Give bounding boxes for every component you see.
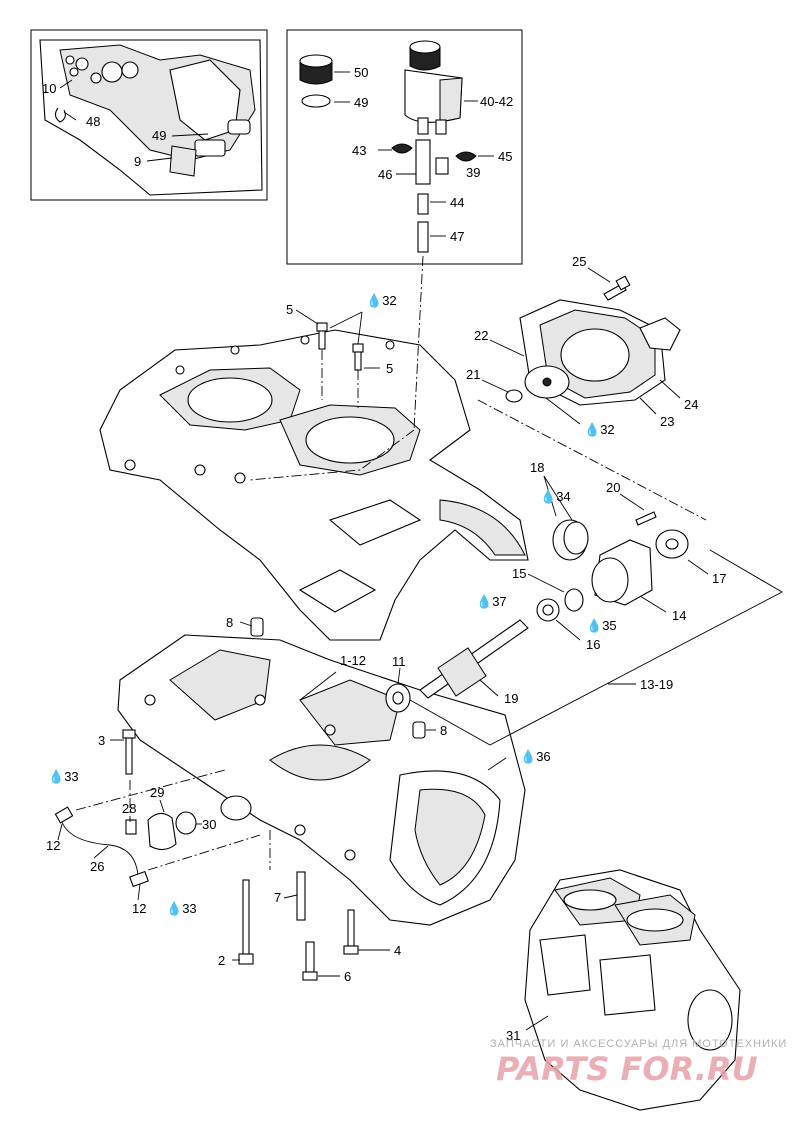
callout-50: 50 [354, 65, 368, 80]
callout-29: 29 [150, 785, 164, 800]
callout-9: 9 [134, 154, 141, 169]
callout-13-19: 13-19 [640, 677, 673, 692]
fasteners [54, 275, 657, 981]
callout-6: 6 [344, 969, 351, 984]
oil-drop-icon: 💧 [476, 594, 492, 609]
callout-49-inset: 49 [152, 128, 166, 143]
callout-10: 10 [42, 81, 56, 96]
callout-12-bottom: 12 [132, 901, 146, 916]
inset-detail-reservoir [286, 29, 523, 265]
callout-20: 20 [606, 480, 620, 495]
oil-drop-icon: 💧 [48, 769, 64, 784]
callout-22: 22 [474, 328, 488, 343]
callout-43: 43 [352, 143, 366, 158]
callout-5-left: 5 [286, 302, 293, 317]
callout-48: 48 [86, 114, 100, 129]
callout-16: 16 [586, 637, 600, 652]
callout-24: 24 [684, 397, 698, 412]
callout-40-42: 40-42 [480, 94, 513, 109]
leader-lines [57, 71, 783, 1031]
callout-39: 39 [466, 165, 480, 180]
callout-37: 💧37 [476, 594, 507, 609]
water-pump-group [505, 299, 681, 406]
callout-35: 💧35 [586, 618, 617, 633]
engine-thumbnail [524, 869, 741, 1111]
oil-drop-icon: 💧 [540, 489, 556, 504]
callout-2: 2 [218, 953, 225, 968]
oil-drop-icon: 💧 [584, 422, 600, 437]
callout-26: 26 [90, 859, 104, 874]
callout-23: 23 [660, 414, 674, 429]
callout-33-top: 💧33 [48, 769, 79, 784]
callout-4: 4 [394, 943, 401, 958]
callout-8-upper: 8 [226, 615, 233, 630]
callout-47: 47 [450, 229, 464, 244]
callout-46: 46 [378, 167, 392, 182]
watermark: ЗАПЧАСТИ И АКСЕССУАРЫ ДЛЯ МОТОТЕХНИКИ PA… [490, 1038, 787, 1088]
callout-19: 19 [504, 691, 518, 706]
alignment-lines [75, 255, 707, 871]
upper-crankcase [99, 329, 529, 641]
callout-15: 15 [512, 566, 526, 581]
callout-17: 17 [712, 571, 726, 586]
callout-31: 31 [506, 1028, 520, 1043]
callout-14: 14 [672, 608, 686, 623]
inset-detail-left [30, 29, 268, 201]
oil-drop-icon: 💧 [166, 901, 182, 916]
callout-7: 7 [274, 890, 281, 905]
callout-36: 💧36 [520, 749, 551, 764]
callout-18: 18 [530, 460, 544, 475]
oil-drop-icon: 💧 [586, 618, 602, 633]
callout-25: 25 [572, 254, 586, 269]
callout-3: 3 [98, 733, 105, 748]
watermark-logo: PARTS FOR.RU [496, 1050, 758, 1088]
callout-49: 49 [354, 95, 368, 110]
callout-32-pump: 💧32 [584, 422, 615, 437]
callout-5-right: 5 [386, 361, 393, 376]
callout-33-bottom: 💧33 [166, 901, 197, 916]
callout-8-lower: 8 [440, 723, 447, 738]
callout-12-left: 12 [46, 838, 60, 853]
pump-shaft-group [385, 519, 689, 713]
callout-28: 28 [122, 801, 136, 816]
callout-11: 11 [392, 654, 406, 669]
callout-44: 44 [450, 195, 464, 210]
oil-drop-icon: 💧 [520, 749, 536, 764]
callout-labels: 10 48 49 9 50 49 40-42 43 45 46 39 44 47… [42, 65, 726, 1043]
watermark-caption: ЗАПЧАСТИ И АКСЕССУАРЫ ДЛЯ МОТОТЕХНИКИ [490, 1038, 787, 1050]
callout-1-12: 1-12 [340, 653, 366, 668]
callout-45: 45 [498, 149, 512, 164]
callout-21: 21 [466, 367, 480, 382]
oil-drop-icon: 💧 [366, 293, 382, 308]
callout-30: 30 [202, 817, 216, 832]
callout-34: 💧34 [540, 489, 571, 504]
callout-32-top: 💧32 [366, 293, 397, 308]
